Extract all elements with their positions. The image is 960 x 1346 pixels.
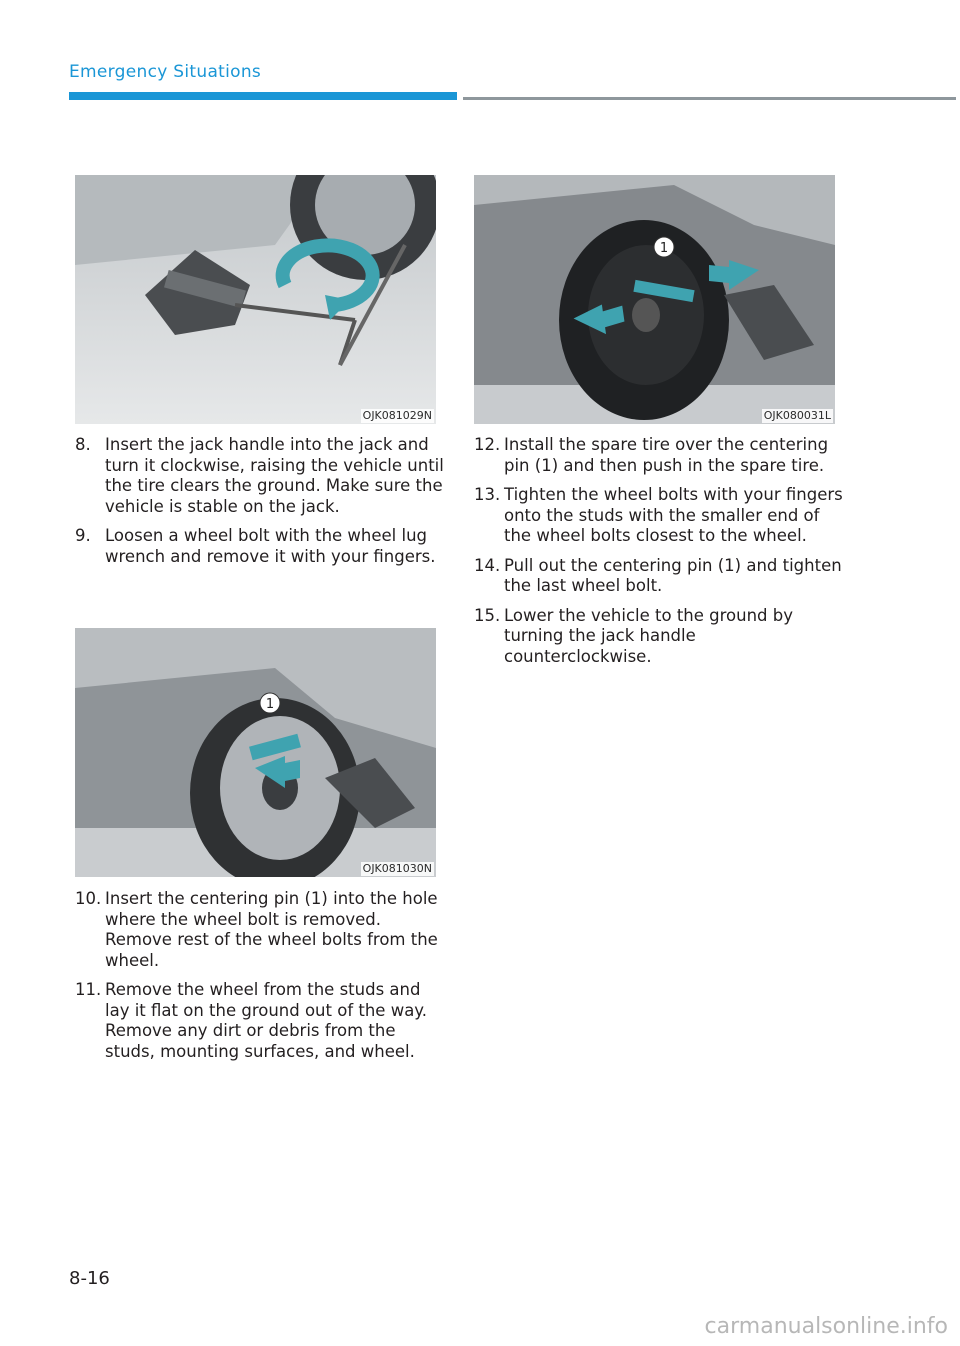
step-number: 15. <box>474 605 501 625</box>
centering-pin-illustration: 1 <box>75 628 436 877</box>
header-rule-blue <box>69 92 457 100</box>
step-number: 13. <box>474 485 501 504</box>
figure-code: OJK081029N <box>360 409 434 423</box>
step-text: Insert the jack handle into the jack and… <box>105 435 444 516</box>
step-11: 11. Remove the wheel from the studs and … <box>75 980 445 1062</box>
step-10: 10. Insert the centering pin (1) into th… <box>75 889 445 971</box>
step-12: 12. Install the spare tire over the cent… <box>474 435 844 476</box>
figure-code: OJK080031L <box>761 409 833 423</box>
step-number: 10. <box>75 889 102 908</box>
steps-list-right: 12. Install the spare tire over the cent… <box>474 435 844 676</box>
step-text: Tighten the wheel bolts with your finger… <box>504 485 843 545</box>
step-number: 12. <box>474 435 501 454</box>
figure-callout: 1 <box>660 241 668 256</box>
step-text: Install the spare tire over the centerin… <box>504 435 829 475</box>
step-text: Pull out the centering pin (1) and tight… <box>504 555 842 596</box>
step-number: 9. <box>75 526 91 545</box>
step-text: Insert the centering pin (1) into the ho… <box>105 889 438 970</box>
step-14: 14. Pull out the centering pin (1) and t… <box>474 556 844 597</box>
figure-callout: 1 <box>266 697 274 712</box>
steps-list-top-left: 8. Insert the jack handle into the jack … <box>75 435 445 576</box>
spare-tire-illustration: 1 <box>474 175 835 424</box>
jack-handle-illustration <box>75 175 436 424</box>
step-13: 13. Tighten the wheel bolts with your fi… <box>474 485 844 547</box>
step-8: 8. Insert the jack handle into the jack … <box>75 435 445 517</box>
watermark: carmanualsonline.info <box>704 1314 948 1339</box>
header-rule-gray <box>463 97 956 100</box>
section-title: Emergency Situations <box>69 62 262 82</box>
step-number: 11. <box>75 980 102 999</box>
step-number: 8. <box>75 435 91 454</box>
figure-centering-pin: 1 OJK081030N <box>75 628 436 877</box>
step-9: 9. Loosen a wheel bolt with the wheel lu… <box>75 526 445 567</box>
page-number: 8-16 <box>69 1268 110 1289</box>
figure-spare-tire: 1 OJK080031L <box>474 175 835 424</box>
step-text: Loosen a wheel bolt with the wheel lug w… <box>105 526 436 566</box>
step-15: 15. Lower the vehicle to the ground by t… <box>474 606 844 668</box>
figure-code: OJK081030N <box>360 862 434 876</box>
step-text: Lower the vehicle to the ground by turni… <box>504 605 793 666</box>
steps-list-bottom-left: 10. Insert the centering pin (1) into th… <box>75 889 445 1071</box>
figure-jack-handle: OJK081029N <box>75 175 436 424</box>
step-number: 14. <box>474 555 501 575</box>
step-text: Remove the wheel from the studs and lay … <box>105 980 427 1061</box>
